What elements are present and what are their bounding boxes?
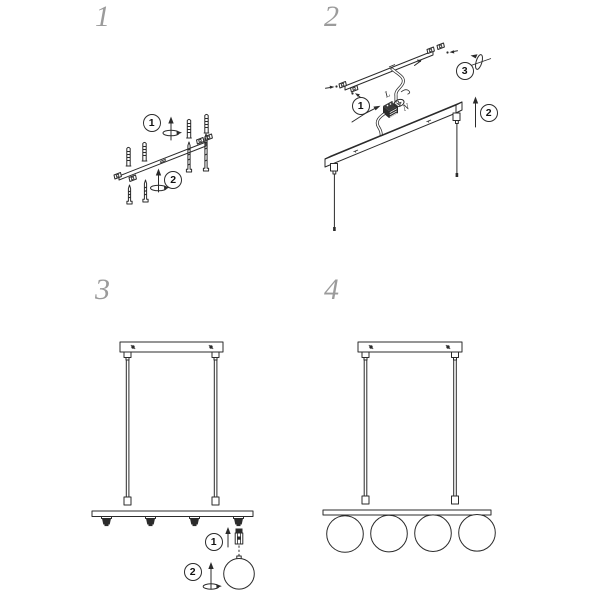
step-1-label: 1 bbox=[95, 0, 110, 33]
up-arrow-icon bbox=[155, 116, 174, 193]
step1-annotation-2: 2 bbox=[164, 171, 183, 190]
glass-globe bbox=[326, 514, 496, 553]
step-3-label: 3 bbox=[95, 273, 110, 306]
canopy bbox=[324, 101, 463, 231]
step-4-drawing bbox=[322, 341, 496, 553]
terminal-block bbox=[383, 101, 398, 118]
glass-globe bbox=[223, 555, 255, 590]
rotate-arrow-icon bbox=[202, 583, 222, 590]
suspension-rod bbox=[123, 359, 220, 506]
step-4-label: 4 bbox=[324, 273, 339, 306]
step-2-label: 2 bbox=[324, 0, 339, 33]
step2-annotation-1: 1 bbox=[351, 96, 370, 115]
step2-annotation-3: 3 bbox=[455, 62, 474, 81]
lamp-bar bbox=[322, 509, 492, 516]
wall-anchor bbox=[125, 113, 210, 167]
step-3-drawing bbox=[91, 341, 255, 590]
mounting-screw bbox=[126, 133, 210, 205]
step1-annotation-1: 1 bbox=[142, 113, 161, 132]
rotate-arrow-icon bbox=[150, 129, 182, 192]
mounted-bracket bbox=[338, 42, 445, 93]
lamp-socket bbox=[101, 516, 244, 527]
suspension-rod bbox=[361, 359, 459, 505]
step-1-drawing bbox=[113, 113, 213, 205]
up-arrow-icon bbox=[208, 527, 231, 590]
bulb-adapter bbox=[234, 528, 244, 545]
step2-annotation-2: 2 bbox=[479, 103, 498, 122]
ceiling-canopy bbox=[119, 341, 224, 361]
step-2-drawing bbox=[324, 42, 492, 231]
lamp-bar bbox=[91, 510, 254, 517]
push-arrow-icon bbox=[325, 50, 458, 99]
mains-cable bbox=[390, 67, 411, 103]
ceiling-canopy bbox=[357, 341, 463, 361]
canopy-cable bbox=[375, 112, 386, 140]
earth-ground-icon bbox=[393, 98, 405, 108]
up-arrow-icon bbox=[472, 96, 479, 128]
step3-annotation-2: 2 bbox=[183, 563, 202, 582]
step3-annotation-1: 1 bbox=[204, 532, 223, 551]
